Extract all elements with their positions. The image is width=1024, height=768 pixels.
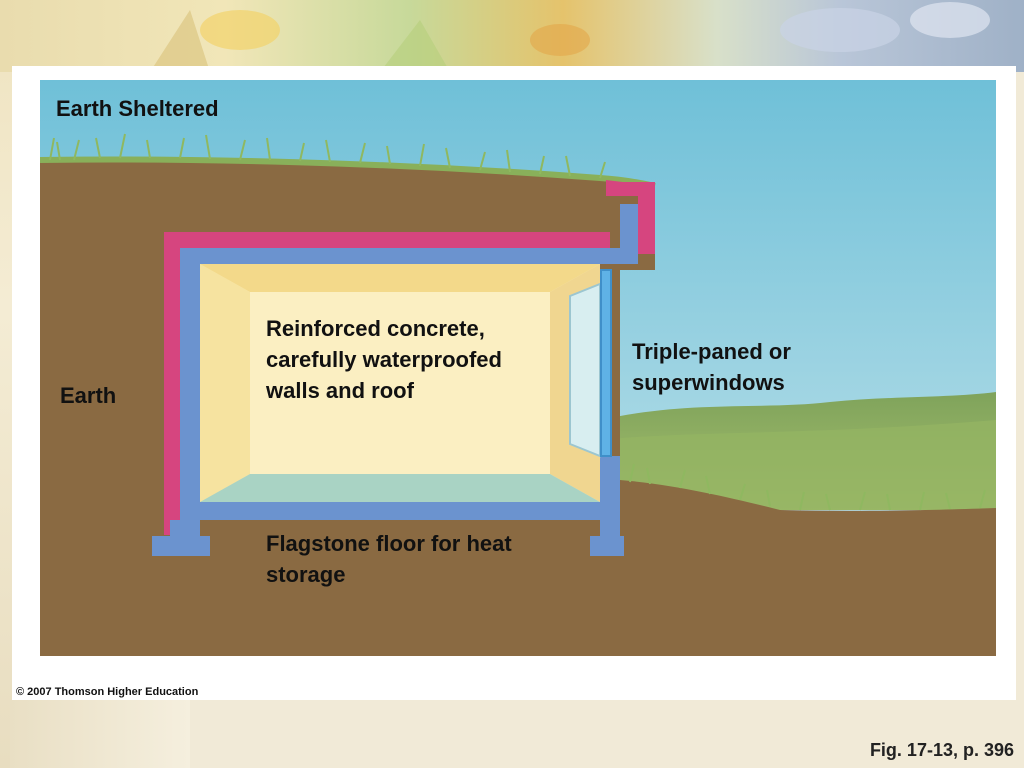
- right-column: [600, 456, 620, 520]
- left-wall: [180, 248, 200, 538]
- left-footing: [152, 536, 210, 556]
- earth-sheltered-diagram: [39, 80, 996, 656]
- earth-label: Earth: [60, 383, 117, 408]
- copyright-credit: © 2007 Thomson Higher Education: [16, 686, 199, 698]
- background-banner: [0, 0, 1024, 72]
- windows-label: Triple-paned or superwindows: [632, 339, 791, 395]
- window-reveal: [569, 282, 601, 458]
- diagram-title: Earth Sheltered: [56, 96, 219, 121]
- roof-grass: [39, 156, 656, 189]
- floor-slab: [180, 502, 620, 520]
- roof-slab: [180, 248, 622, 264]
- right-footing: [590, 536, 624, 556]
- flagstone-floor: [200, 474, 600, 502]
- figure-reference: Fig. 17-13, p. 396: [869, 740, 1014, 760]
- triple-pane-window: [600, 269, 612, 457]
- concrete-walls-label: Reinforced concrete, carefully waterproo…: [266, 316, 502, 403]
- background-strip: [10, 690, 190, 768]
- floor-label: Flagstone floor for heat storage: [266, 531, 512, 587]
